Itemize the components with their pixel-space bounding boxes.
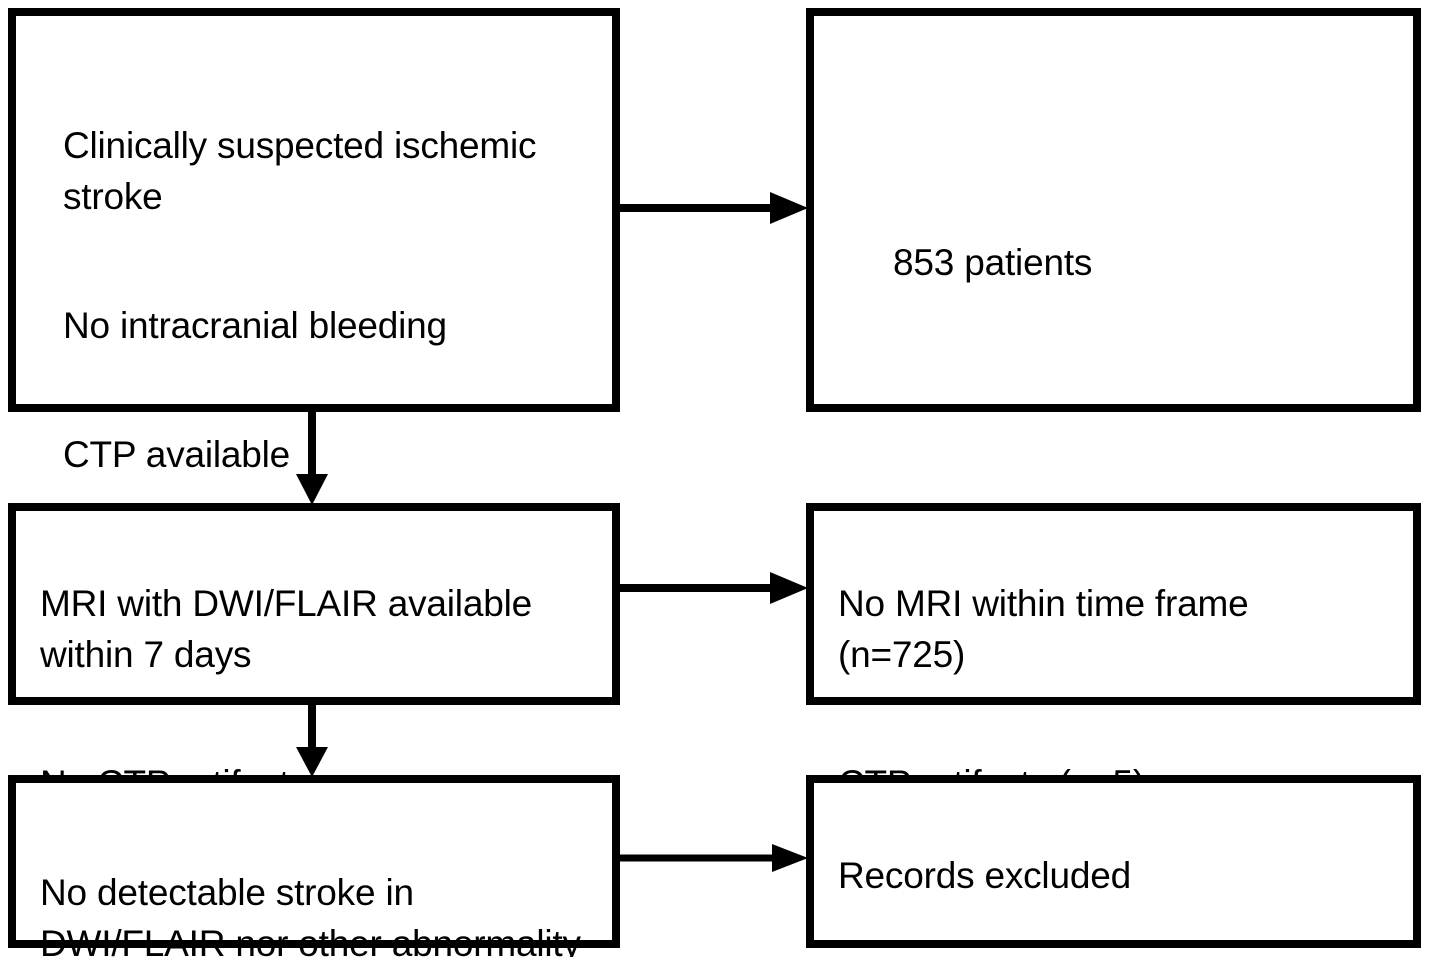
node-mri-criteria: MRI with DWI/FLAIR available within 7 da… (8, 503, 620, 804)
arrow-mri-criteria-to-no-detectable-stroke (294, 701, 330, 779)
node-records-excluded: Records excluded (n = 65) (806, 775, 1421, 948)
inclusion-criteria-line-2: No intracranial bleeding (63, 305, 447, 346)
inclusion-criteria-line-1: Clinically suspected ischemic stroke (63, 125, 537, 217)
no-detectable-stroke-line-1: No detectable stroke in DWI/FLAIR nor ot… (40, 872, 581, 957)
included-patients-count: 853 patients (893, 242, 1093, 283)
records-excluded-line-1: Records excluded (838, 855, 1131, 896)
arrow-inclusion-to-mri-criteria (294, 408, 330, 507)
inclusion-criteria-line-3: CTP available (63, 434, 291, 475)
node-no-detectable-stroke-text: No detectable stroke in DWI/FLAIR nor ot… (40, 816, 625, 957)
node-inclusion-criteria: Clinically suspected ischemic stroke No … (8, 8, 620, 475)
node-included-patients: 853 patients (806, 8, 1421, 412)
mri-exclusions-line-1: No MRI within time frame (n=725) (838, 583, 1249, 675)
node-records-excluded-text: Records excluded (n = 65) (838, 799, 1408, 957)
arrow-inclusion-to-included-patients (618, 190, 810, 226)
node-included-patients-text: 853 patients (893, 186, 1393, 339)
mri-criteria-line-1: MRI with DWI/FLAIR available within 7 da… (40, 583, 532, 675)
node-inclusion-criteria-text: Clinically suspected ischemic stroke No … (63, 69, 593, 531)
arrow-mri-criteria-to-exclusions (618, 570, 810, 606)
node-mri-exclusions: No MRI within time frame (n=725) CTP art… (806, 503, 1421, 804)
node-no-detectable-stroke: No detectable stroke in DWI/FLAIR nor ot… (8, 775, 620, 957)
arrow-no-detectable-stroke-to-records-excluded (618, 842, 810, 874)
